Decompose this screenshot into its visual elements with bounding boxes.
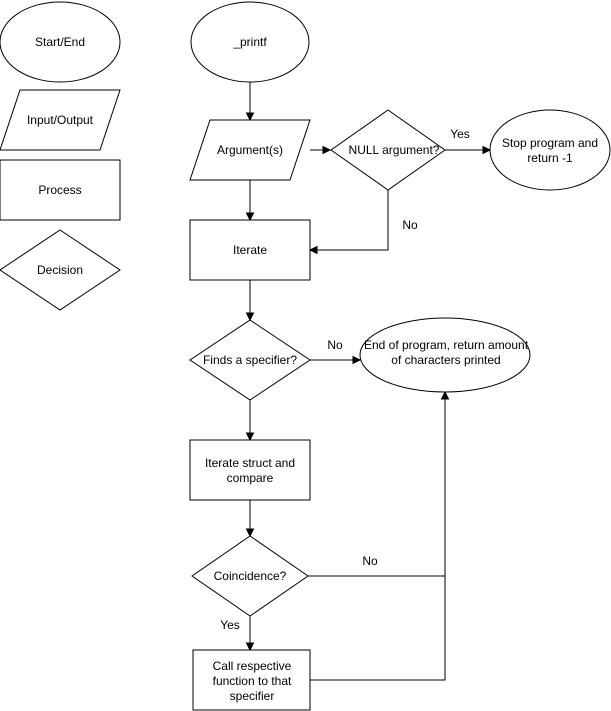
node-null-check-shape [330,109,446,191]
legend-input-output-shape [0,89,121,151]
legend-decision-label: Decision [37,263,83,277]
legend: Start/End Input/Output Process Decision [0,1,121,311]
node-stop-shape [489,109,611,191]
node-null-check-label: NULL argument? [349,143,440,157]
edge-label-null-no: No [402,218,418,232]
node-finds-specifier-label: Finds a specifier? [203,353,297,367]
nodes: _printf Argument(s) NULL argument? Stop … [189,1,611,711]
node-iterate-struct-shape [189,439,311,501]
edges [245,82,492,681]
node-call-label-line-1: Call respective [213,659,292,673]
edge-label-coincidence-yes: Yes [220,618,240,632]
arrowhead [440,390,450,400]
node-arguments-label: Argument(s) [217,143,283,157]
edge-null-check-to-iterate [316,190,389,251]
node-coincidence-shape [191,535,309,617]
arrowhead [352,355,362,365]
legend-input-output-label: Input/Output [27,113,94,127]
legend-process-label: Process [38,183,81,197]
legend-decision-shape [0,229,121,311]
arrowhead [245,312,255,322]
edge-label-specifier-no: No [327,338,343,352]
edge-label-null-yes: Yes [450,127,470,141]
node-iterate-label: Iterate [233,243,267,257]
node-iterate-struct-label-line-1: Iterate struct and [205,456,295,470]
node-finds-specifier-shape [189,319,311,401]
node-call-label-line-2: function to that [213,674,292,688]
arrowhead [245,528,255,538]
node-call-shape [192,649,311,711]
arrowhead [245,112,255,122]
arrowhead [245,212,255,222]
edge-call-to-end [310,398,446,681]
arrowhead [482,145,492,155]
node-coincidence-label: Coincidence? [214,569,287,583]
node-call-label-line-3: specifier [230,689,275,703]
node-stop-label-line-1: Stop program and [502,136,598,150]
arrowhead [308,245,318,255]
legend-start-end-label: Start/End [35,35,85,49]
arrowhead [245,642,255,652]
node-end-label-line-2: of characters printed [391,353,500,367]
node-iterate-shape [189,219,311,281]
node-stop-label-line-2: return -1 [527,151,573,165]
node-arguments-shape [189,119,311,181]
legend-process-shape [0,159,121,221]
node-printf-label: _printf [232,35,267,49]
node-iterate-struct-label-line-2: compare [227,471,274,485]
legend-start-end-shape [0,1,121,83]
node-end-shape [359,317,531,393]
edge-labels: Yes No No No Yes [220,127,470,632]
node-end-label-line-1: End of program, return amount [364,338,529,352]
arrowhead [322,145,332,155]
arrowhead [245,432,255,442]
node-printf-shape [190,1,310,83]
edge-label-coincidence-no: No [362,554,378,568]
